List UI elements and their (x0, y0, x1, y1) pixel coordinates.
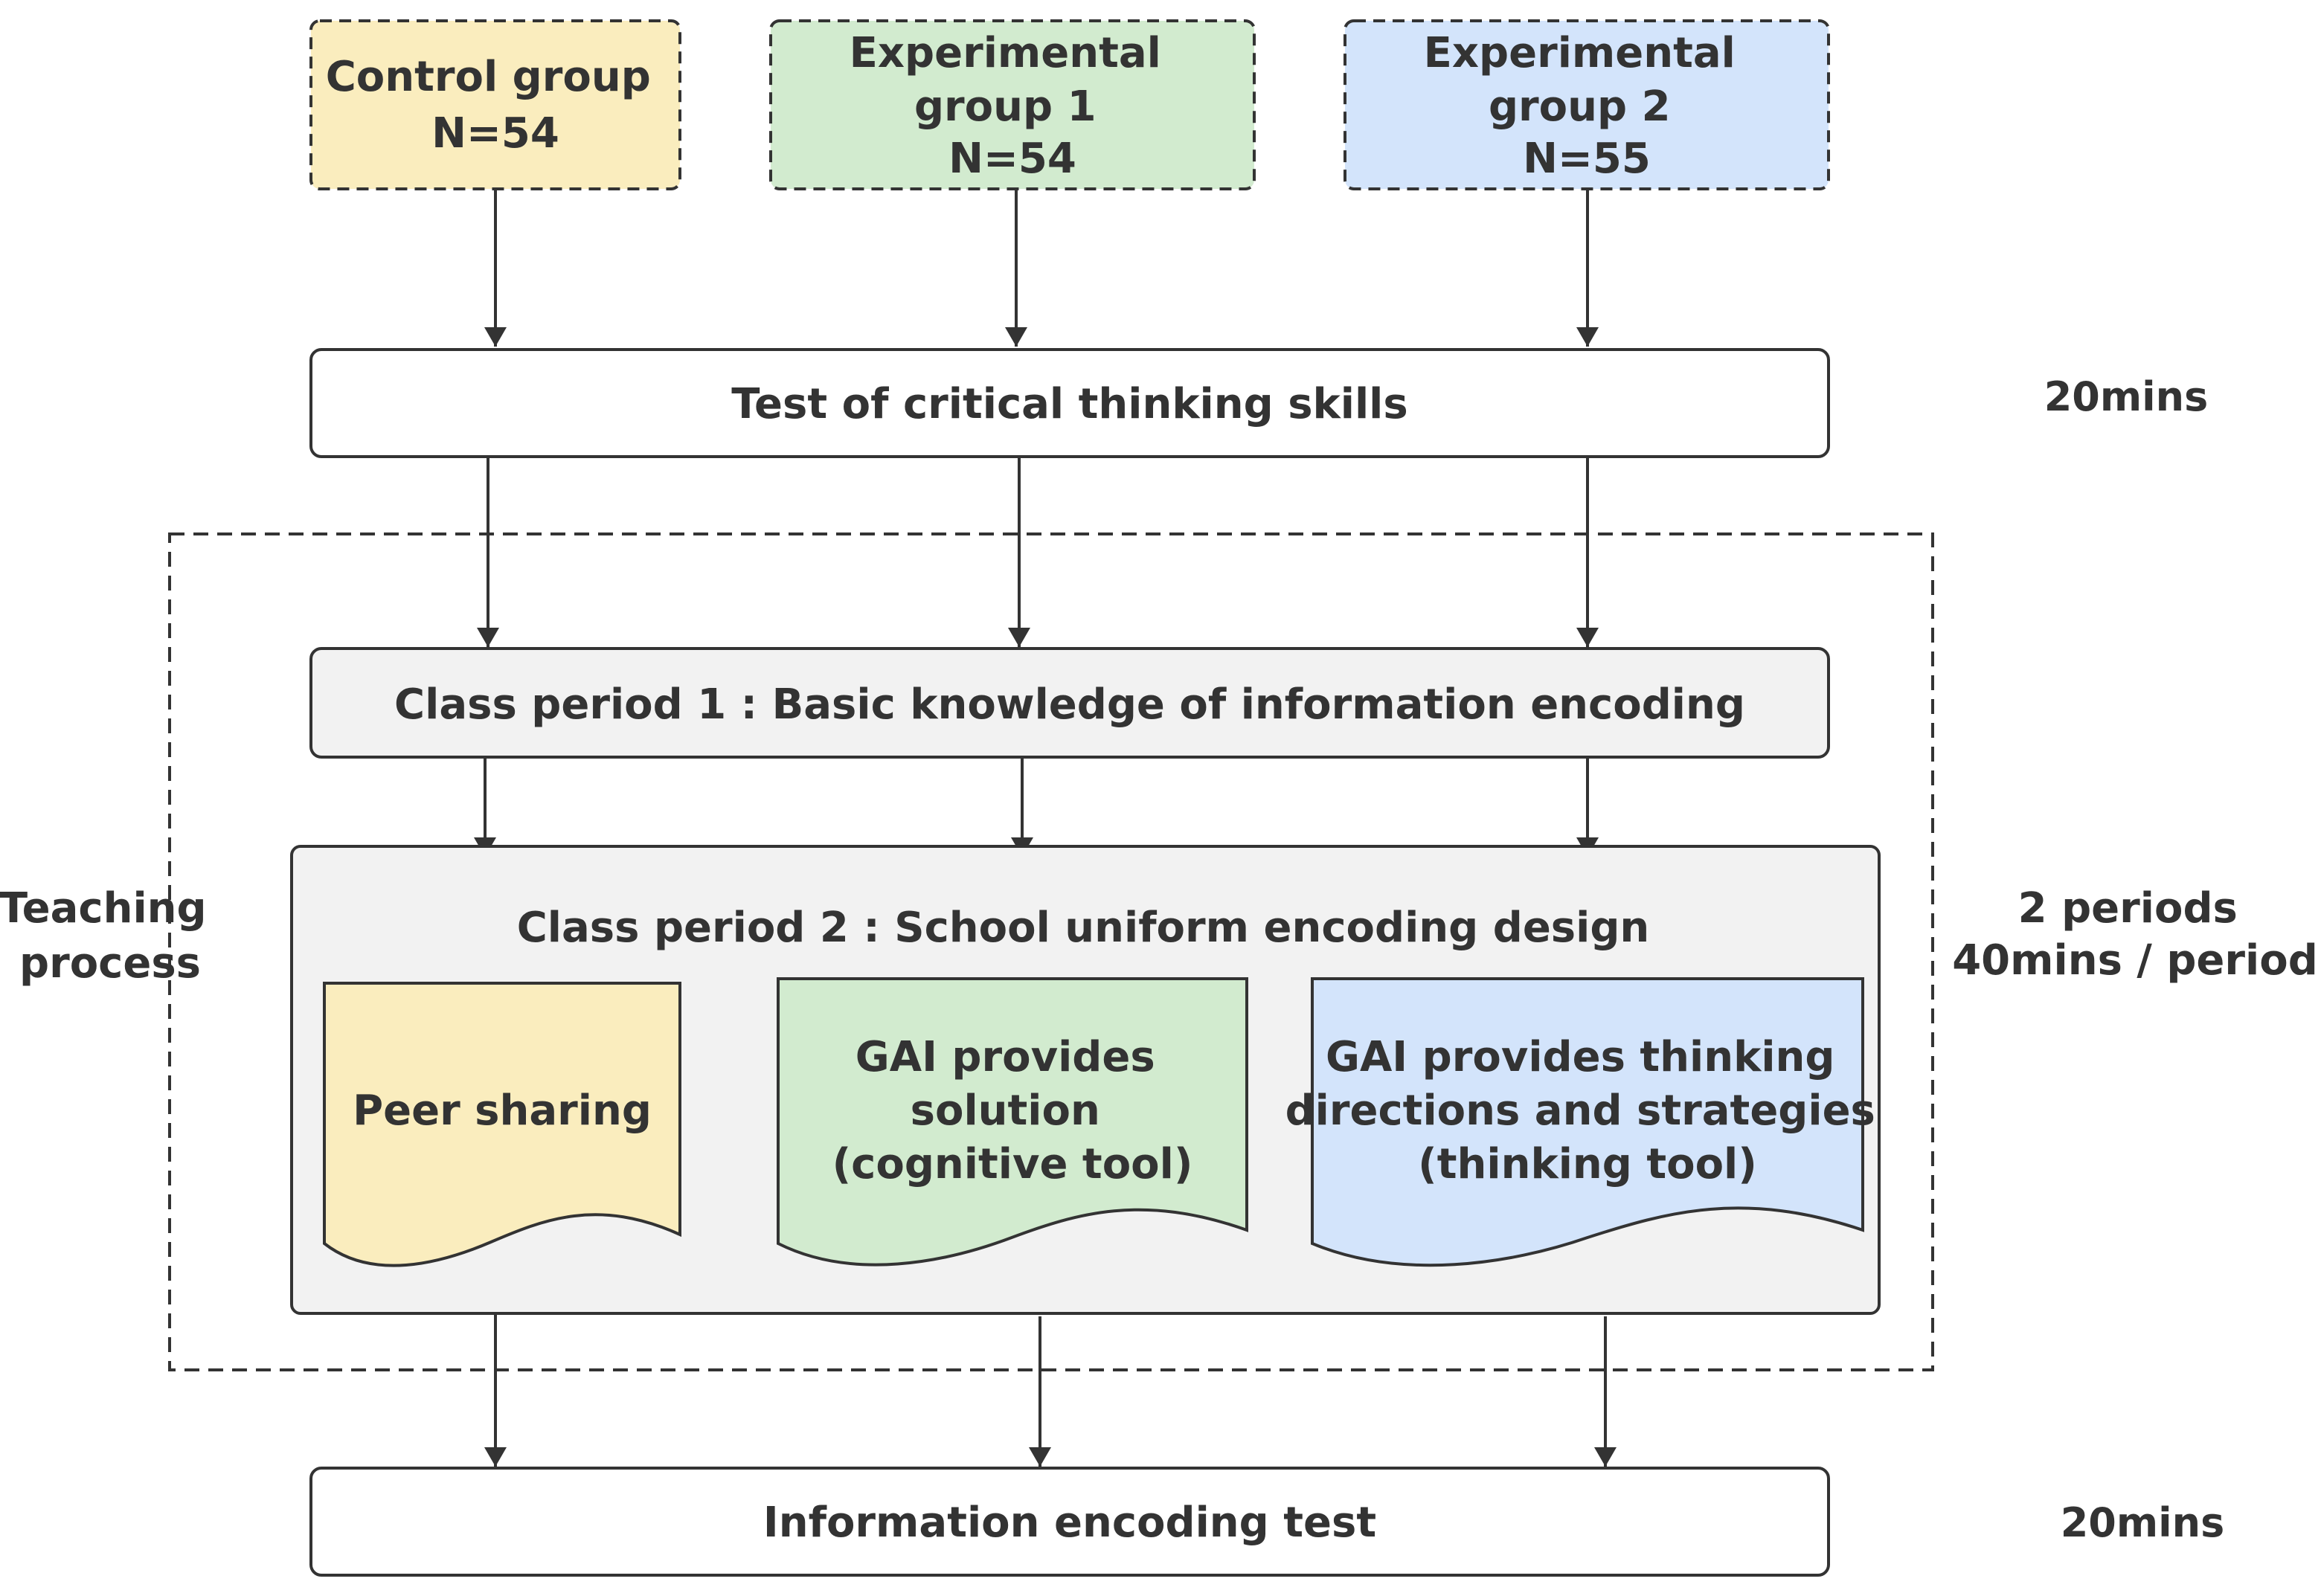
class-period-1-label: Class period 1 : Basic knowledge of info… (394, 680, 1745, 729)
posttest-label: Information encoding test (763, 1499, 1376, 1547)
experimental-group-1-box: Experimental group 1 N=54 (769, 19, 1256, 190)
activity-gai-thinking-tool: GAI provides thinking directions and str… (1285, 977, 1890, 1267)
activity-gai-thinking-tool-line-2: directions and strategies (1285, 1087, 1875, 1135)
activity-peer-sharing-line-1: Peer sharing (353, 1087, 652, 1135)
teaching-time: 2 periods 40mins / period (1952, 884, 2318, 985)
class-period-1-box: Class period 1 : Basic knowledge of info… (309, 647, 1830, 759)
activity-gai-cognitive-tool-line-2: solution (911, 1087, 1100, 1135)
teaching-process-line-2: process (19, 939, 201, 988)
experimental-group-1-label: Experimental group 1 N=54 (850, 29, 1176, 183)
connector-arrows (474, 190, 1617, 1467)
activity-gai-cognitive-tool-line-1: GAI provides (855, 1033, 1155, 1081)
teaching-process-line-1: Teaching (0, 884, 207, 933)
pretest-box: Test of critical thinking skills (309, 348, 1830, 458)
activity-peer-sharing-label: Peer sharing (353, 1087, 652, 1135)
activity-gai-cognitive-tool: GAI provides solution (cognitive tool) (777, 977, 1248, 1267)
experimental-group-1-line-3: N=54 (948, 135, 1076, 183)
experimental-group-2-label: Experimental group 2 N=55 (1424, 29, 1750, 183)
posttest-box: Information encoding test (309, 1467, 1830, 1577)
activity-gai-cognitive-tool-label: GAI provides solution (cognitive tool) (832, 1033, 1193, 1188)
experimental-group-1-line-1: Experimental (850, 29, 1161, 77)
activity-gai-thinking-tool-label: GAI provides thinking directions and str… (1285, 1033, 1890, 1188)
teaching-time-line-2: 40mins / period (1952, 936, 2318, 985)
class-period-2-label: Class period 2 : School uniform encoding… (517, 904, 1650, 952)
control-group-label: Control group N=54 (326, 53, 666, 158)
teaching-process-label: Teaching process (0, 884, 221, 988)
control-group-line-2: N=54 (431, 109, 559, 158)
activity-gai-thinking-tool-line-3: (thinking tool) (1418, 1140, 1757, 1188)
experimental-group-1-line-2: group 1 (914, 83, 1097, 131)
teaching-time-line-1: 2 periods (2018, 884, 2238, 933)
activity-gai-cognitive-tool-line-3: (cognitive tool) (832, 1140, 1193, 1188)
experimental-group-2-box: Experimental group 2 N=55 (1344, 19, 1830, 190)
experimental-group-2-line-3: N=55 (1523, 135, 1651, 183)
control-group-box: Control group N=54 (309, 19, 681, 190)
activity-peer-sharing: Peer sharing (323, 982, 681, 1267)
experimental-group-2-line-2: group 2 (1489, 83, 1671, 131)
activity-gai-thinking-tool-line-1: GAI provides thinking (1326, 1033, 1835, 1081)
pretest-label: Test of critical thinking skills (731, 380, 1407, 428)
control-group-line-1: Control group (326, 53, 651, 101)
experimental-group-2-line-1: Experimental (1424, 29, 1736, 77)
pretest-time: 20mins (2044, 373, 2209, 420)
teaching-process-frame (168, 532, 1934, 1371)
posttest-time: 20mins (2061, 1499, 2225, 1546)
